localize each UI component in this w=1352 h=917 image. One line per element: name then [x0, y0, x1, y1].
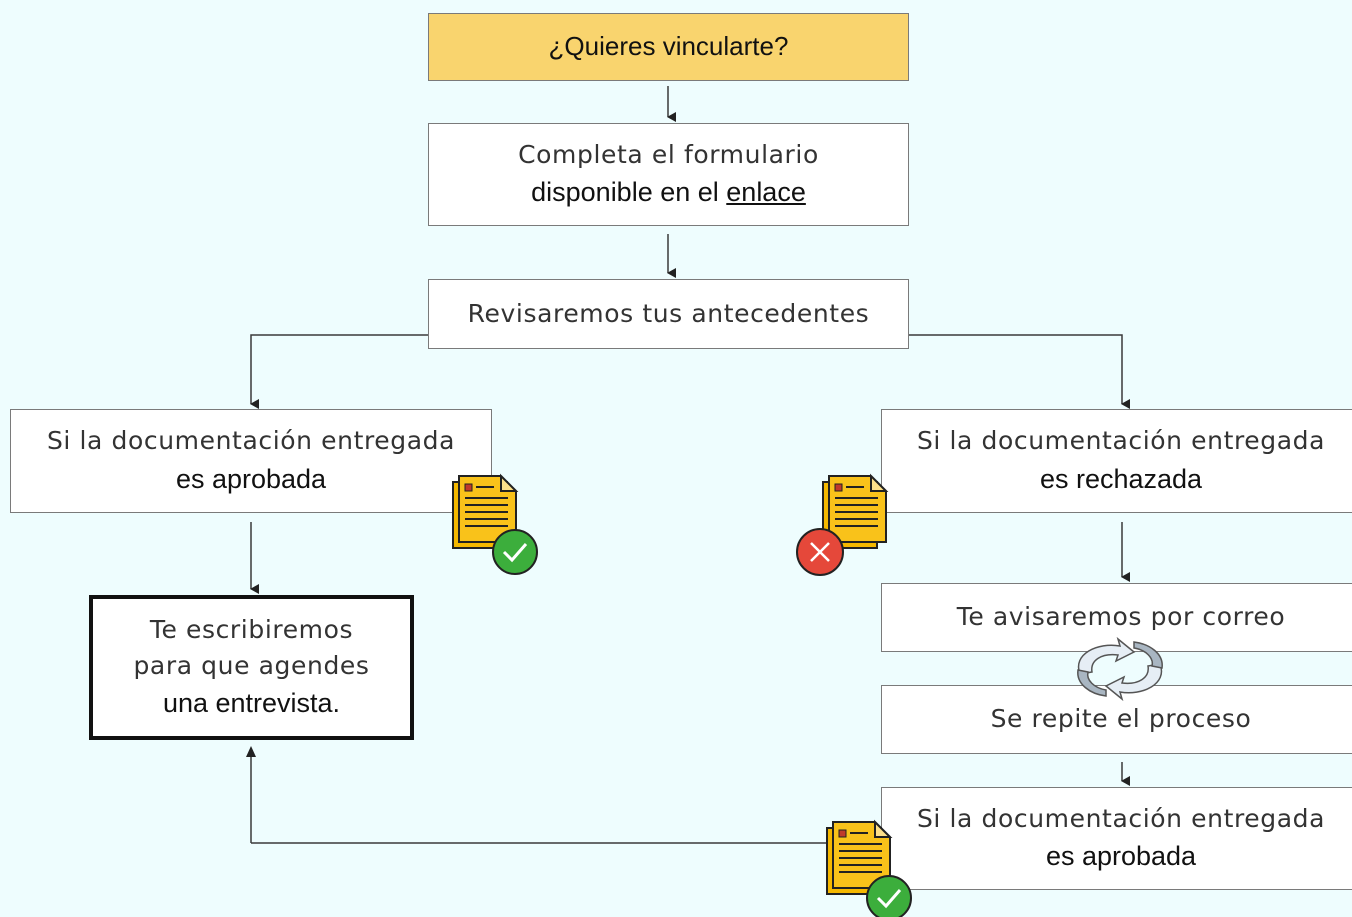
interview-step-box: Te escribiremos para que agendes una ent… — [89, 595, 414, 740]
interview-line2: para que agendes — [133, 650, 370, 680]
notify-text: Te avisaremos por correo — [956, 602, 1286, 632]
repeat-step-box: Se repite el proceso — [881, 685, 1352, 754]
form-link[interactable]: enlace — [726, 177, 806, 208]
document-approved-icon — [452, 473, 538, 575]
rejected-line1: Si la documentación entregada — [916, 426, 1326, 456]
arrowhead-up-write — [246, 746, 256, 757]
rejected-line2: es rechazada — [1039, 463, 1203, 494]
document-approved-again-icon — [826, 819, 912, 917]
approved-again-box: Si la documentación entregada es aprobad… — [881, 787, 1352, 890]
approved-again-line2: es aprobada — [1045, 841, 1197, 872]
arrow-review-to-rejected — [909, 334, 1130, 409]
rejected-branch-box: Si la documentación entregada es rechaza… — [881, 409, 1352, 513]
document-rejected-icon — [796, 473, 889, 576]
approved-line1: Si la documentación entregada — [46, 426, 456, 456]
form-step-line2-prefix: disponible en el — [531, 177, 727, 208]
repeat-text: Se repite el proceso — [990, 704, 1252, 734]
form-step-box: Completa el formulario disponible en el … — [428, 123, 909, 226]
form-step-line1: Completa el formulario — [518, 139, 819, 169]
interview-line1: Te escribiremos — [149, 614, 354, 644]
interview-line3: una entrevista. — [162, 688, 341, 719]
start-question-box: ¿Quieres vincularte? — [428, 13, 909, 81]
approved-line2: es aprobada — [175, 463, 327, 494]
review-step-text: Revisaremos tus antecedentes — [467, 298, 870, 328]
repeat-cycle-icon — [1077, 636, 1163, 702]
review-step-box: Revisaremos tus antecedentes — [428, 279, 909, 349]
approved-again-line1: Si la documentación entregada — [916, 803, 1326, 833]
start-question-text: ¿Quieres vincularte? — [548, 31, 789, 62]
approved-branch-box: Si la documentación entregada es aprobad… — [10, 409, 492, 513]
arrow-review-to-approved — [250, 334, 428, 409]
